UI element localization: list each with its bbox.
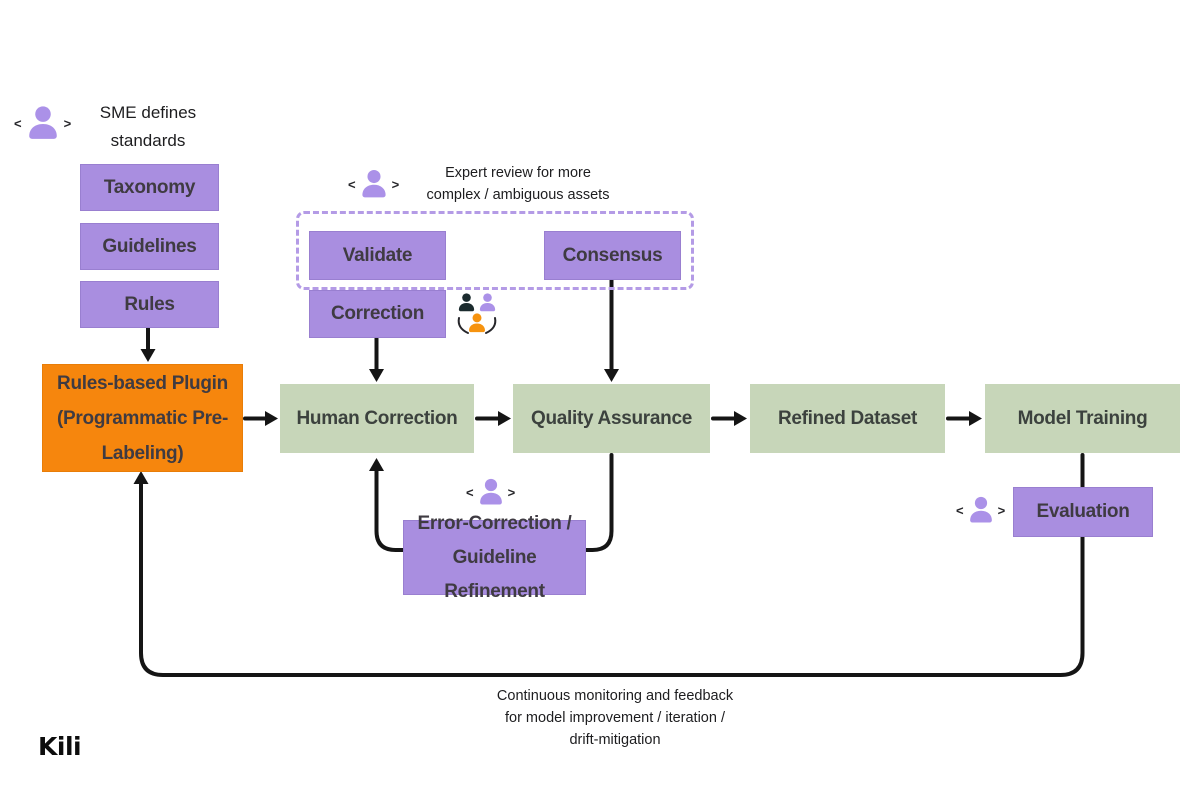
arrowhead-loop-to-human [369,458,384,471]
expert-review-dashed-frame [296,211,694,290]
plugin-label-line1: Rules-based Plugin [57,372,228,394]
node-guidelines: Guidelines [80,223,219,270]
arrowhead-rules-plugin [140,349,156,362]
arrowhead-consensus-qa [604,369,619,382]
sme-heading-line1: SME defines [99,103,197,122]
node-correction-label: Correction [330,303,425,325]
person-icon [969,496,992,523]
node-guidelines-label: Guidelines [102,235,197,257]
code-bracket-right: > [63,115,72,131]
arrowhead-human-qa [498,411,511,426]
person-icon [479,478,502,505]
expert-review-line1: Expert review for more [445,165,591,181]
code-bracket-right: > [997,502,1006,518]
node-taxonomy: Taxonomy [80,164,219,211]
code-bracket-left: < [956,502,964,518]
node-validate: Validate [309,231,446,280]
node-model-training: Model Training [985,384,1180,453]
node-consensus: Consensus [544,231,681,280]
arrowhead-refined-training [969,411,982,426]
arrowhead-qa-refined [734,411,747,426]
expert-review-line2: complex / ambiguous assets [426,187,610,203]
node-taxonomy-label: Taxonomy [103,176,196,198]
error-person-code-icon: < > [466,477,515,507]
code-bracket-right: > [391,176,400,192]
feedback-caption: Continuous monitoring and feedback for m… [415,685,815,751]
kili-logo: Kili [38,732,82,761]
multi-person-collaboration-icon [452,291,502,343]
node-model-training-label: Model Training [1017,407,1148,429]
node-error-correction: Error-Correction / Guideline Refinement [403,513,586,602]
feedback-line1: Continuous monitoring and feedback [496,688,734,704]
node-refined-dataset-label: Refined Dataset [777,407,918,429]
expert-person-code-icon: < > [348,168,399,200]
arrowhead-correction-human [369,369,384,382]
feedback-line2: for model improvement / iteration / [504,710,725,726]
code-bracket-right: > [507,484,516,500]
node-rules: Rules [80,281,219,328]
plugin-label-line3: Labeling) [101,442,184,464]
person-icon-purple [479,293,496,312]
person-icon [28,106,57,139]
node-human-correction: Human Correction [280,384,474,453]
eval-person-code-icon: < > [956,495,1005,525]
person-icon [361,170,386,198]
code-bracket-left: < [348,176,356,192]
arrowhead-plugin-human [265,411,278,426]
plugin-label-line2: (Programmatic Pre- [57,407,228,429]
code-bracket-left: < [466,484,474,500]
node-evaluation-label: Evaluation [1036,501,1130,523]
sme-heading-line2: standards [110,131,186,150]
node-refined-dataset: Refined Dataset [750,384,945,453]
code-bracket-left: < [14,115,22,131]
person-icon-orange [469,313,485,333]
node-human-correction-label: Human Correction [296,407,458,429]
sme-heading: SME defines standards [68,99,228,155]
node-correction: Correction [309,290,446,338]
error-correction-line1: Error-Correction / [417,512,572,534]
line-qa-to-errorbox [583,453,614,552]
node-consensus-label: Consensus [562,244,663,266]
line-errorbox-to-human [374,469,405,552]
arrowhead-loop-to-plugin [133,471,149,484]
error-correction-line2: Guideline Refinement [444,546,545,602]
node-rules-label: Rules [124,293,175,315]
collaboration-arcs [457,317,497,334]
node-quality-assurance: Quality Assurance [513,384,710,453]
node-quality-assurance-label: Quality Assurance [530,407,693,429]
line-feedback-loop [139,453,1085,677]
expert-review-caption: Expert review for more complex / ambiguo… [400,162,636,206]
node-evaluation: Evaluation [1013,487,1153,537]
sme-person-code-icon: < > [14,104,71,142]
node-validate-label: Validate [342,244,413,266]
feedback-line3: drift-mitigation [569,732,661,748]
node-rules-based-plugin: Rules-based Plugin (Programmatic Pre- La… [42,364,243,472]
person-icon-black [458,293,475,312]
